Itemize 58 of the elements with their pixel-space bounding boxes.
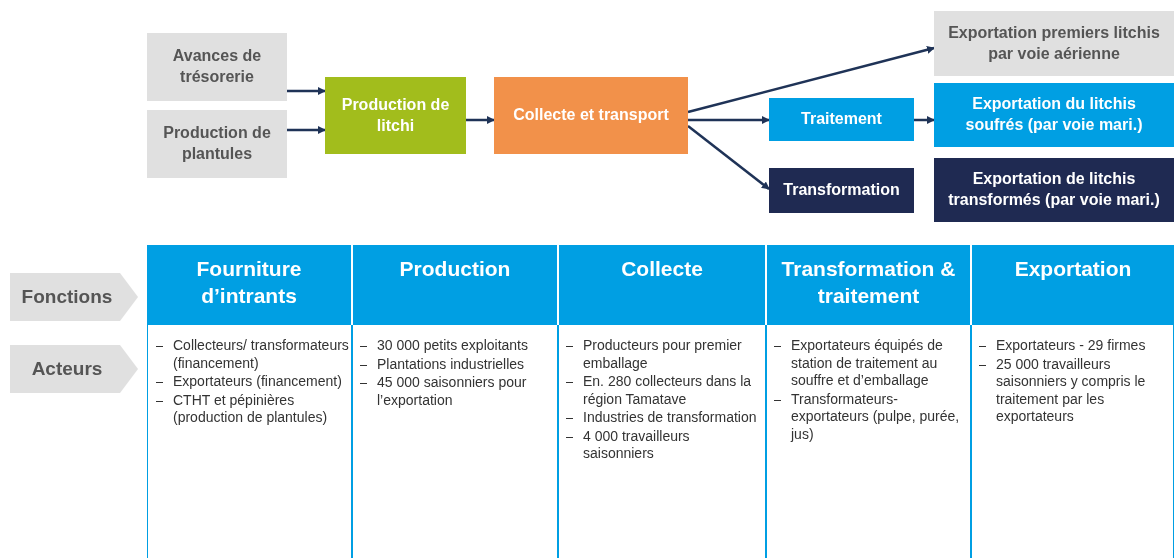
list-item: Collecteurs/ transformateurs (financement) (154, 337, 350, 372)
box-label: Exportation du litchis soufrés (par voie mari.) (964, 94, 1144, 135)
process-box (769, 168, 914, 213)
column-header (972, 245, 1174, 325)
row-label: Fonctions (21, 284, 113, 309)
row-label-chevron (10, 345, 138, 393)
column-header (559, 245, 765, 325)
list-item: Plantations industrielles (358, 355, 556, 373)
box-label: Traitement (801, 109, 882, 130)
process-box (494, 77, 688, 154)
arrow (914, 116, 935, 124)
arrow (287, 87, 326, 95)
table-column (557, 325, 767, 558)
list-item: Transformateurs-exportateurs (pulpe, purée, jus) (772, 390, 969, 443)
header-text: Collecte (621, 256, 703, 282)
arrow (687, 45, 935, 114)
column-header (767, 245, 970, 325)
arrow (466, 116, 495, 124)
header-text: Fourniture d’intrants (195, 256, 303, 310)
list-item: Industries de transformation (564, 409, 764, 427)
table-column (765, 325, 972, 558)
list-item: Exportateurs - 29 firmes (977, 337, 1171, 355)
list-item: 4 000 travailleurs saisonniers (564, 427, 764, 463)
box-label: Production de plantules (162, 123, 272, 164)
column-header (353, 245, 557, 325)
process-box (147, 110, 287, 178)
list-item: Exportateurs équipés de station de traitement au souffre et d’emballage (772, 337, 969, 390)
header-text: Transformation & traitement (780, 256, 957, 310)
process-box (934, 158, 1174, 222)
table-column (970, 325, 1174, 558)
list-item: 30 000 petits exploitants (358, 337, 556, 355)
row-label: Acteurs (31, 356, 103, 381)
table-column (351, 325, 559, 558)
box-label: Production de litchi (340, 94, 451, 136)
arrow (287, 126, 326, 134)
list-item: En. 280 collecteurs dans la région Tamatave (564, 373, 764, 408)
process-box (147, 33, 287, 101)
list-item: Exportateurs (financement) (154, 373, 350, 391)
process-box (325, 77, 466, 154)
list-item: CTHT et pépinières (production de plantules) (154, 391, 350, 427)
box-label: Exportation premiers litchis par voie aérienne (947, 22, 1161, 64)
box-label: Collecte et transport (513, 105, 669, 126)
header-text: Production (399, 256, 511, 282)
column-header (147, 245, 351, 325)
arrow (688, 116, 770, 124)
box-label: Exportation de litchis transformés (par voie mari.) (947, 169, 1161, 210)
header-text: Exportation (1014, 256, 1132, 282)
process-box (934, 11, 1174, 76)
table-column (147, 325, 353, 558)
list-item: Producteurs pour premier emballage (564, 337, 764, 372)
process-box (934, 83, 1174, 147)
arrow (687, 125, 770, 190)
list-item: 45 000 saisonniers pour l’exportation (358, 374, 556, 409)
row-label-chevron (10, 273, 138, 321)
list-item: 25 000 travailleurs saisonniers y compris le traitement par les exportateurs (977, 355, 1171, 426)
box-label: Avances de trésorerie (171, 46, 263, 87)
box-label: Transformation (783, 180, 900, 201)
process-box (769, 98, 914, 141)
